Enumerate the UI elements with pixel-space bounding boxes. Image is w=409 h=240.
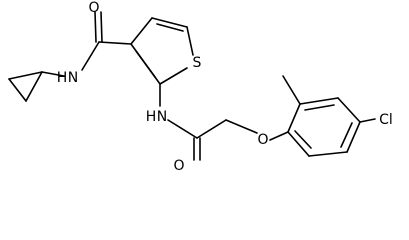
atom-label-sulfur: S (193, 55, 202, 71)
atom-label-nh-linker-n: N (157, 109, 167, 125)
bond-methyl (282, 75, 301, 105)
atom-label-oxygen-carbonyl: O (173, 158, 184, 174)
atom-label-nh-cyclopropyl-n: N (68, 70, 78, 86)
bond-ring-4-inner (340, 122, 353, 148)
bond-cyclopropyl-2 (25, 71, 43, 102)
bond-o-aryl (269, 131, 289, 141)
atom-label-oxygen-amide: O (88, 0, 99, 16)
bond-thio-s-c2 (159, 67, 188, 85)
bond-thio-c4-c5-inner (156, 23, 184, 32)
atom-label-oxygen-ether: O (257, 132, 268, 148)
bond-thio-c3-c4 (130, 17, 153, 45)
bond-ring-2 (299, 97, 339, 105)
bond-ring-1 (287, 103, 301, 133)
bond-c-cl (359, 118, 376, 123)
bond-ring-6 (287, 131, 310, 157)
bond-amide-c-n (81, 41, 100, 71)
bond-nh-carbonyl (167, 119, 198, 139)
bond-ring-3 (337, 97, 361, 123)
bond-cyclopropyl-1 (8, 71, 43, 80)
bond-carbonyl-ch2 (196, 119, 227, 139)
atom-label-nh-linker-h: H (146, 109, 157, 125)
bond-ring-5 (308, 151, 348, 157)
bond-n-cyclopropyl (41, 71, 65, 77)
bond-amide-c-c3 (98, 41, 132, 45)
bond-amide-c-o-1 (100, 11, 103, 43)
atom-label-chlorine: Cl (379, 112, 393, 128)
bond-ring-4 (346, 121, 361, 153)
bond-amide-c-o-2 (94, 11, 97, 43)
bond-thio-c5-s (186, 26, 194, 56)
molecule-structure-diagram: O H N S H N O O Cl (8, 0, 393, 174)
bond-ring-2-inner (304, 104, 335, 111)
atom-labels: O H N S H N O O Cl (57, 0, 393, 174)
bond-lines (8, 11, 376, 161)
bond-ch2-o (225, 119, 258, 134)
atom-label-nh-cyclopropyl-h: H (57, 70, 68, 86)
bond-cyclopropyl-3 (8, 78, 27, 102)
bond-ring-6-inner (294, 130, 312, 149)
bond-thio-c4-c5 (151, 17, 188, 28)
molecule-svg: O H N S H N O O Cl (8, 0, 393, 174)
bond-thio-c2-c3-inner (135, 50, 156, 78)
